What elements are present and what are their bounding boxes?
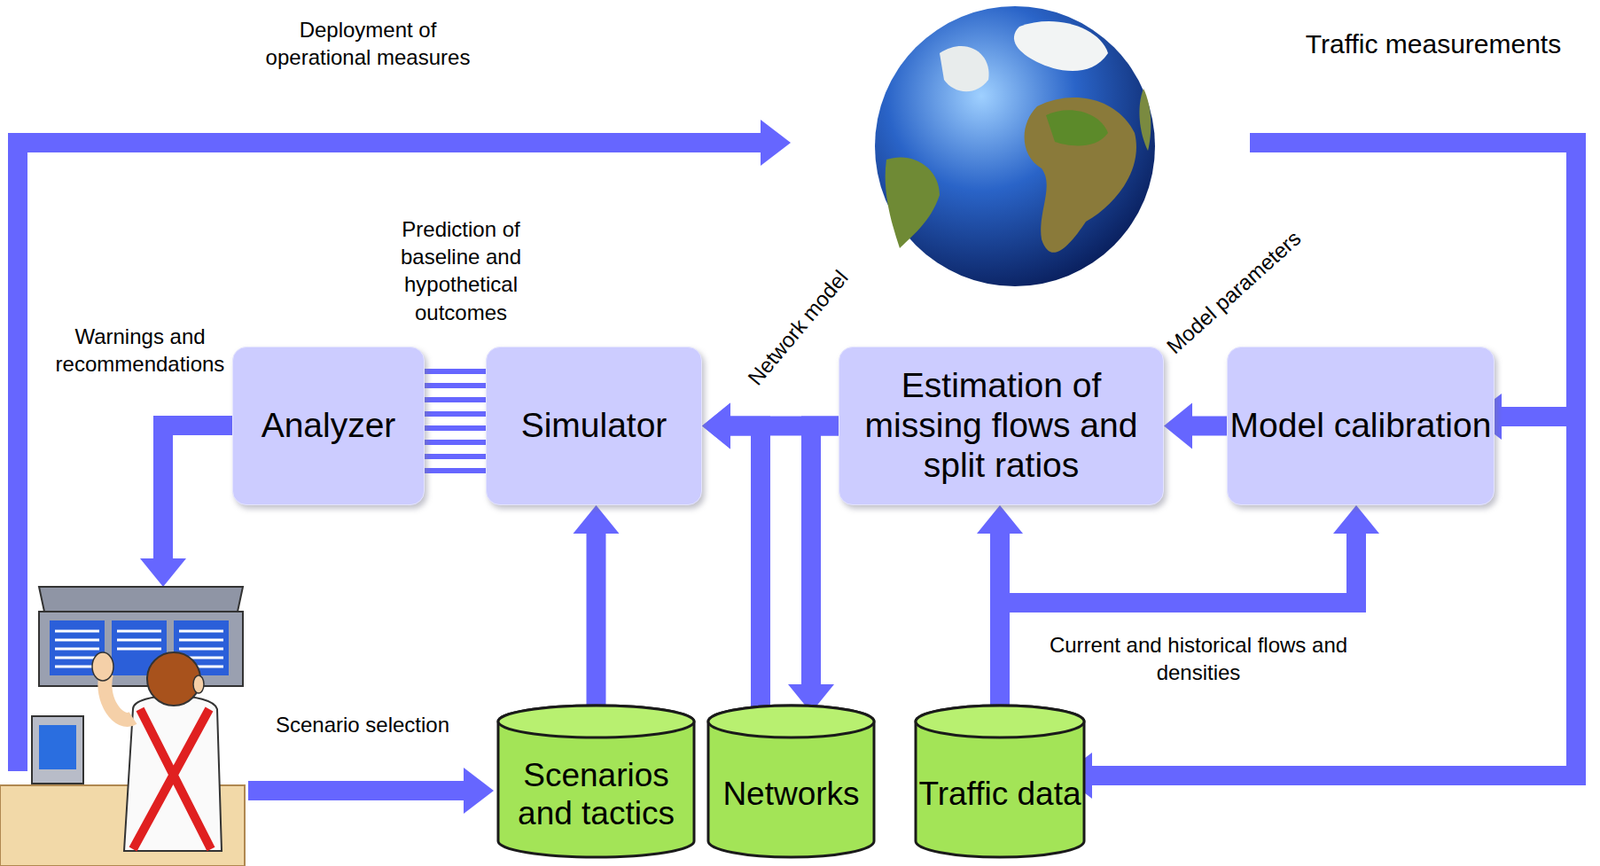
output-label: Warnings and recommendations [51, 322, 229, 378]
node-text: Model calibration [1230, 405, 1492, 446]
flow-arrow [702, 403, 761, 714]
database-cylinder: Traffic data [913, 703, 1086, 859]
action-label: Deployment of operational measures [261, 15, 475, 71]
node-text: Traffic data [918, 749, 1081, 814]
analyzer-box: Analyzer [232, 346, 425, 506]
flow-arrow [999, 505, 1380, 713]
edge-label: Prediction of baseline and hypothetical … [367, 215, 555, 327]
database-cylinder: Networks [706, 703, 876, 859]
estimation-box: Estimation of missing flows and split ra… [838, 346, 1164, 506]
layout-arrows [17, 119, 1577, 814]
node-text: Scenarios and tactics [496, 730, 696, 833]
flow-arrow [1163, 403, 1227, 450]
edge-label: Model parameters [1161, 225, 1308, 361]
calibration-box: Model calibration [1226, 346, 1495, 506]
simulator-box: Simulator [485, 346, 703, 506]
node-text: Networks [722, 749, 859, 814]
edge-label: Network model [741, 265, 855, 392]
edge-label: Current and historical flows and densiti… [1047, 631, 1350, 687]
globe [874, 6, 1156, 287]
node-text: Simulator [521, 405, 668, 446]
node-text: Analyzer [261, 405, 397, 446]
flow-arrow [788, 426, 839, 714]
operator-figure [0, 586, 245, 866]
node-text: Estimation of missing flows and split ra… [839, 366, 1163, 486]
flow-arrow [424, 371, 486, 471]
flow-arrow [573, 505, 620, 713]
database-cylinder: Scenarios and tactics [496, 703, 696, 859]
data-flow-label: Traffic measurements [1300, 26, 1567, 62]
action-label: Scenario selection [273, 710, 452, 739]
